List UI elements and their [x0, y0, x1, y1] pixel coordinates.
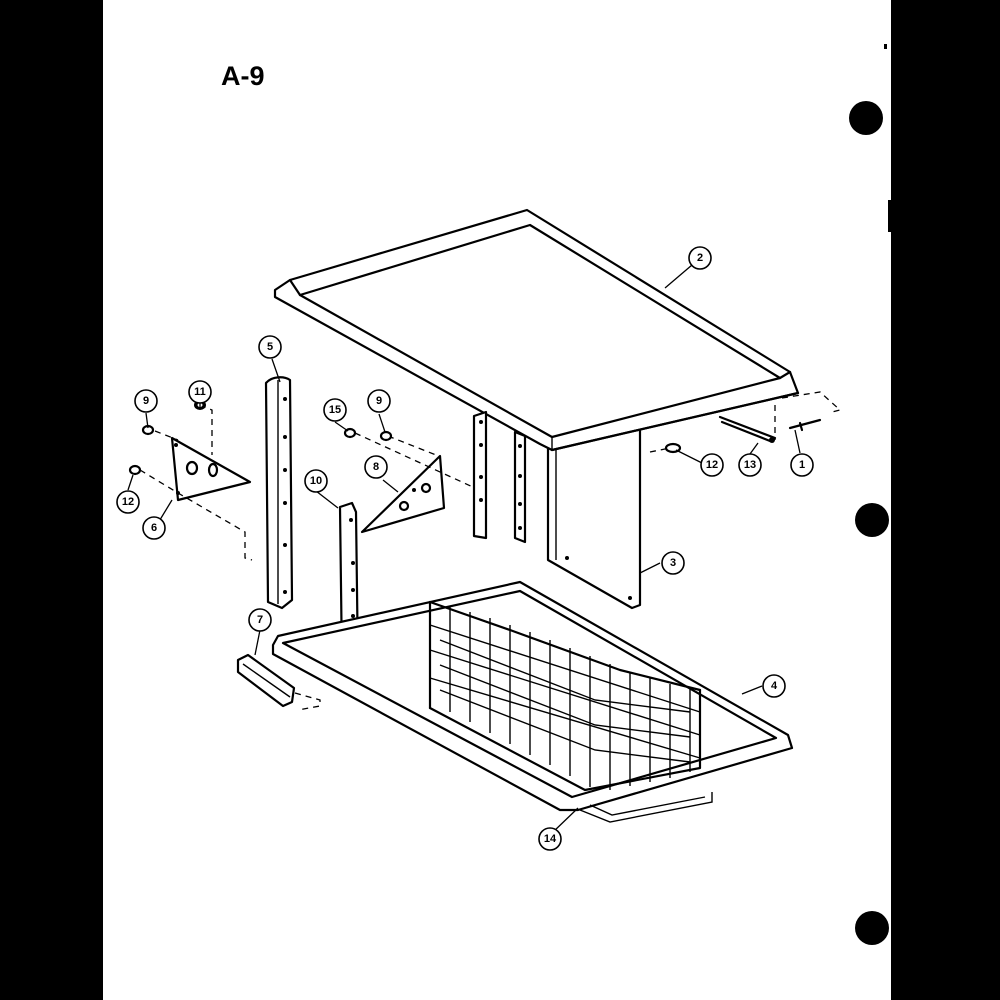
- right-hardware: [649, 391, 842, 454]
- svg-text:3: 3: [670, 557, 676, 569]
- svg-text:11: 11: [194, 386, 206, 398]
- svg-text:9: 9: [143, 395, 149, 407]
- callout-13: 13: [738, 453, 762, 477]
- binder-hole-top: [849, 101, 883, 135]
- callout-9-left: 9: [134, 389, 158, 413]
- svg-text:7: 7: [257, 614, 263, 626]
- svg-text:1: 1: [799, 459, 805, 471]
- callout-14: 14: [538, 827, 562, 851]
- svg-text:13: 13: [744, 459, 756, 471]
- paper-sheet: [103, 0, 891, 1000]
- edge-mark-dot: [884, 44, 887, 49]
- binder-hole-middle: [855, 503, 889, 537]
- svg-text:9: 9: [376, 395, 382, 407]
- callout-3: 3: [661, 551, 685, 575]
- figure-label: A-9: [221, 61, 265, 91]
- callout-12-right: 12: [700, 453, 724, 477]
- callout-4: 4: [762, 674, 786, 698]
- right-corner-bracket: [343, 427, 476, 534]
- svg-text:10: 10: [310, 475, 322, 487]
- svg-text:14: 14: [544, 833, 557, 845]
- svg-text:6: 6: [151, 522, 157, 534]
- svg-text:2: 2: [697, 252, 703, 264]
- callout-2: 2: [688, 246, 712, 270]
- svg-text:12: 12: [706, 459, 718, 471]
- callout-7: 7: [248, 608, 272, 632]
- channel-post: [264, 376, 294, 610]
- top-cover: [273, 208, 800, 452]
- callout-11: 11: [188, 380, 212, 404]
- svg-text:8: 8: [373, 461, 379, 473]
- front-post-pair: [472, 410, 527, 544]
- callout-1: 1: [790, 453, 814, 477]
- left-corner-bracket: [139, 404, 253, 561]
- base-pan: [271, 580, 794, 812]
- callout-15: 15: [323, 398, 347, 422]
- svg-text:15: 15: [329, 404, 341, 416]
- leader-lines: [127, 264, 801, 834]
- callout-12-left: 12: [116, 490, 140, 514]
- small-bracket: [236, 653, 321, 711]
- svg-text:4: 4: [771, 680, 778, 692]
- callout-9-right: 9: [367, 389, 391, 413]
- callout-6: 6: [142, 516, 166, 540]
- callout-5: 5: [258, 335, 282, 359]
- callout-8: 8: [364, 455, 388, 479]
- edge-mark: [888, 200, 891, 232]
- svg-text:12: 12: [122, 496, 134, 508]
- binder-hole-bottom: [855, 911, 889, 945]
- condenser-coil: [428, 600, 713, 823]
- callout-10: 10: [304, 469, 328, 493]
- svg-text:5: 5: [267, 341, 273, 353]
